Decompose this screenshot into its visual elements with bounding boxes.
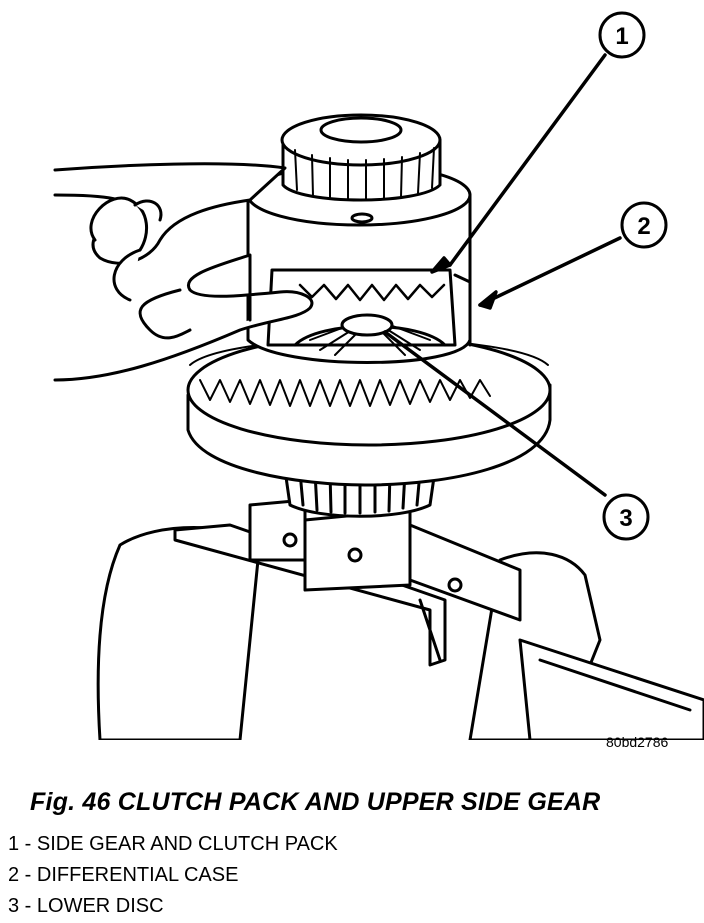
leader-lines (383, 53, 622, 497)
callout-3 (602, 493, 650, 541)
callout-2 (620, 201, 668, 249)
vise (96, 498, 704, 740)
callout-3-number: 3 (619, 505, 632, 532)
hands (53, 162, 314, 382)
ring-gear (186, 333, 552, 487)
side-gear (293, 283, 447, 356)
upper-bearing (280, 113, 442, 202)
callout-1-number: 1 (615, 23, 628, 50)
figure-code: 80bd2786 (606, 734, 669, 750)
figure-caption: Fig. 46 CLUTCH PACK AND UPPER SIDE GEAR (30, 788, 601, 816)
legend-item: 1 - SIDE GEAR AND CLUTCH PACK (8, 833, 338, 855)
legend-list: 1 - SIDE GEAR AND CLUTCH PACK 2 - DIFFER… (8, 830, 338, 923)
callout-2-number: 2 (637, 213, 650, 240)
differential-illustration: 1 2 3 (53, 11, 704, 740)
legend-item: 2 - DIFFERENTIAL CASE (8, 864, 239, 886)
callout-1 (598, 11, 646, 59)
legend-item: 3 - LOWER DISC (8, 895, 164, 917)
